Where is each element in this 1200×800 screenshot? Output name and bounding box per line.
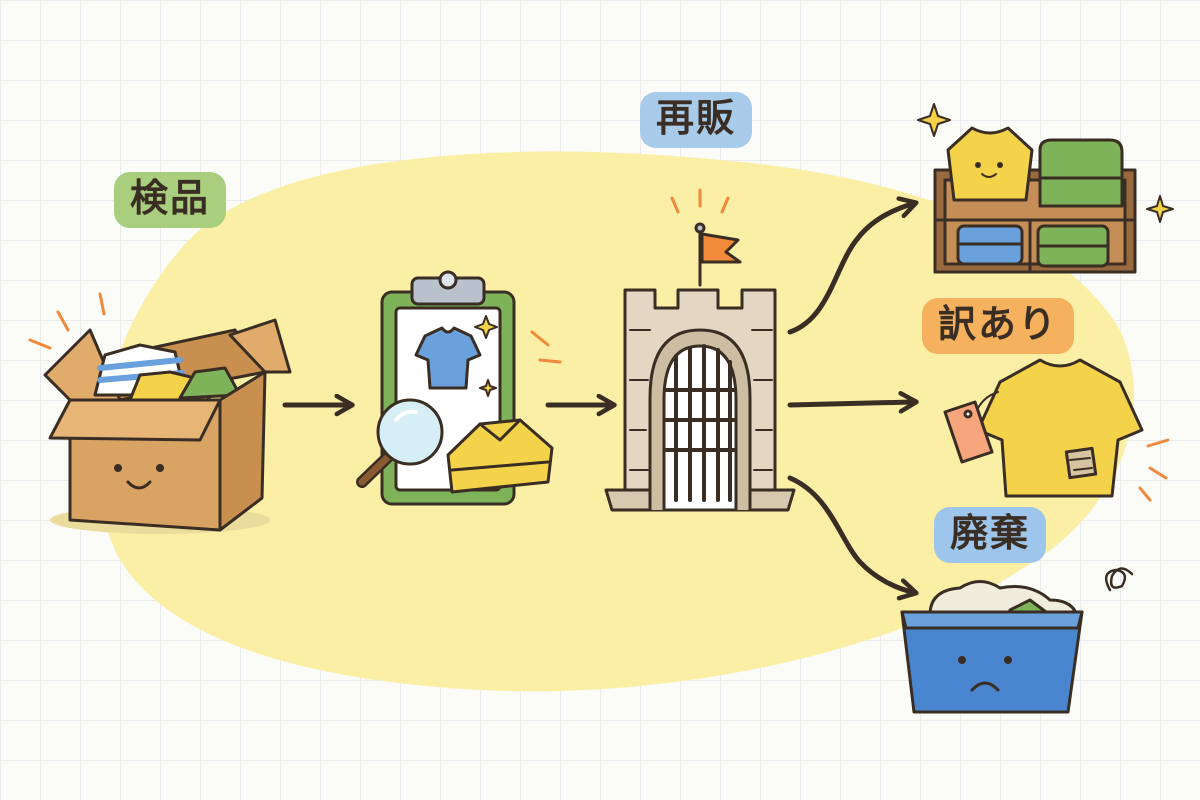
outlet-label: 訳あり — [922, 298, 1075, 354]
arrow-gate-to-outlet — [787, 391, 919, 414]
tagged-patched-shirt-icon — [943, 358, 1170, 502]
inspection-label: 検品 — [114, 172, 227, 228]
cardboard-box-icon — [28, 292, 292, 534]
sad-bin-icon — [900, 567, 1134, 714]
castle-gate-icon — [604, 188, 796, 512]
background-blob — [97, 151, 1134, 692]
clipboard-magnifier-icon — [356, 270, 562, 506]
arrow-gate-to-disposal — [787, 475, 919, 601]
arrow-gate-to-resale — [787, 196, 919, 335]
clothing-shelf-icon — [917, 103, 1174, 274]
disposal-label: 廃棄 — [934, 507, 1047, 563]
resale-label: 再販 — [640, 92, 753, 148]
